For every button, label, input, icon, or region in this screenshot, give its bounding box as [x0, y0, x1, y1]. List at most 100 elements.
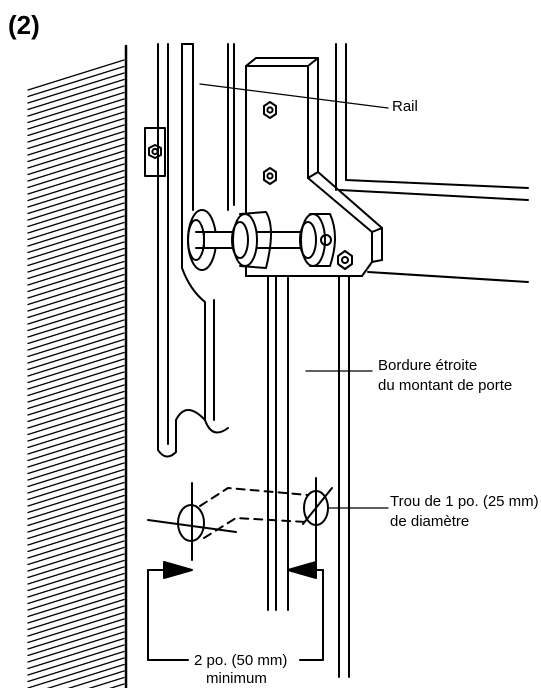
hatch-line — [27, 631, 125, 663]
hatch-line — [27, 533, 125, 566]
hatch-line — [51, 670, 125, 693]
hatch-line — [27, 546, 125, 579]
hatch-line — [27, 423, 125, 455]
hinge-bracket — [245, 57, 383, 277]
hatch-line — [27, 364, 125, 397]
hatch-line — [27, 624, 125, 657]
hatch-line — [27, 332, 125, 364]
hatch-line — [27, 286, 125, 319]
hatch-line — [27, 351, 125, 384]
hatch-line — [27, 280, 125, 312]
hatch-line — [27, 241, 125, 273]
hatch-line — [27, 202, 125, 234]
hatch-line — [27, 345, 125, 377]
hatch-line — [27, 312, 125, 345]
hatch-line — [27, 462, 125, 494]
hatch-line — [27, 267, 125, 299]
hatch-line — [27, 228, 125, 260]
hatch-line — [27, 358, 125, 390]
leader-lines — [199, 83, 389, 509]
hatch-line — [27, 299, 125, 332]
step-label: (2) — [8, 10, 40, 40]
hatch-line — [27, 273, 125, 306]
hatch-line — [27, 78, 125, 111]
hatch-line — [27, 72, 125, 104]
hatch-line — [27, 247, 125, 280]
hatch-line — [27, 65, 125, 98]
hole-marks — [147, 477, 333, 566]
hatch-line — [27, 540, 125, 572]
hatch-line — [27, 371, 125, 403]
hatch-line — [27, 520, 125, 553]
hatch-line — [27, 319, 125, 351]
bolt — [263, 167, 277, 185]
hatch-line — [27, 390, 125, 423]
hatch-line — [27, 143, 125, 176]
bolt — [337, 250, 353, 270]
hatch-line — [27, 195, 125, 228]
hatch-line — [27, 182, 125, 215]
hatch-line — [27, 644, 125, 676]
hatch-line — [27, 169, 125, 202]
hatch-line — [27, 156, 125, 189]
hatch-line — [27, 163, 125, 195]
hatch-line — [27, 338, 125, 371]
hatch-line — [27, 585, 125, 618]
roller-assembly — [187, 209, 336, 271]
hatch-line — [27, 325, 125, 358]
door-strip-label-line1: Bordure étroite — [378, 357, 478, 374]
hatch-line — [27, 449, 125, 481]
hatch-line — [27, 566, 125, 598]
hatch-line — [30, 663, 125, 693]
hatch-line — [27, 208, 125, 241]
hatch-line — [27, 553, 125, 585]
hatch-line — [27, 455, 125, 488]
hatch-line — [27, 137, 125, 169]
hatch-line — [27, 104, 125, 137]
rail-track — [157, 43, 235, 458]
wall-bracket — [144, 127, 166, 177]
hatch-line — [27, 611, 125, 644]
hatch-line — [27, 98, 125, 130]
hatch-line — [27, 494, 125, 527]
hatch-line — [27, 377, 125, 410]
hatch-line — [27, 150, 125, 182]
hatch-line — [27, 572, 125, 605]
hatch-line — [27, 527, 125, 559]
wall-hatching — [27, 59, 125, 693]
hatch-line — [27, 637, 125, 670]
hatch-line — [27, 598, 125, 631]
hatch-line — [27, 234, 125, 267]
hatch-line — [27, 559, 125, 592]
hatch-line — [27, 481, 125, 514]
hatch-line — [27, 397, 125, 429]
hatch-line — [27, 507, 125, 540]
hatch-line — [27, 111, 125, 143]
hatch-line — [27, 221, 125, 254]
hatch-line — [27, 579, 125, 611]
hatch-line — [27, 215, 125, 247]
hatch-line — [27, 85, 125, 117]
hatch-line — [27, 514, 125, 546]
hatch-line — [27, 618, 125, 650]
hatch-line — [27, 260, 125, 293]
hatch-line — [27, 59, 125, 91]
hatch-line — [27, 124, 125, 156]
hatch-line — [27, 117, 125, 150]
dimension-marks — [147, 561, 324, 661]
hatch-line — [27, 442, 125, 475]
hatch-line — [27, 475, 125, 507]
bolt — [263, 101, 277, 119]
hatch-line — [27, 91, 125, 124]
hatch-line — [27, 254, 125, 286]
hatch-line — [27, 384, 125, 416]
hatch-line — [27, 429, 125, 462]
hatch-line — [27, 189, 125, 221]
hatch-line — [27, 293, 125, 325]
hatch-line — [27, 130, 125, 163]
door-panel — [267, 43, 529, 678]
hole-label-line1: Trou de 1 po. (25 mm) — [390, 493, 539, 510]
dimension-label-line2: minimum — [206, 670, 267, 687]
